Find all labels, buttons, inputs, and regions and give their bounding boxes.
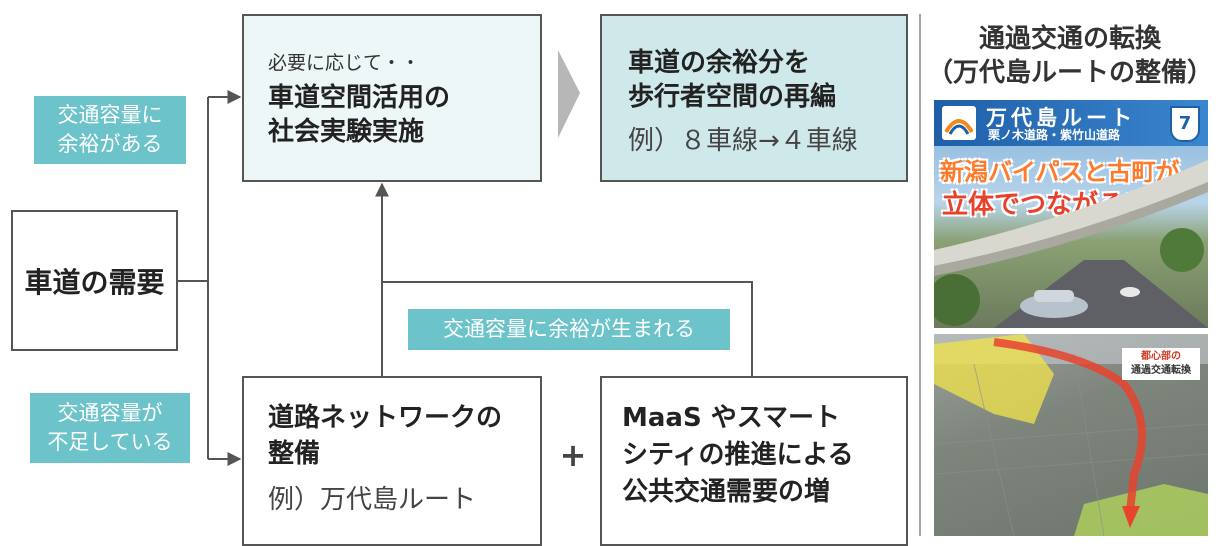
- panel-title: 通過交通の転換 （万代島ルートの整備）: [926, 24, 1213, 88]
- chevron-arrow-icon: [558, 50, 580, 138]
- box-maas: MaaS やスマート シティの推進による 公共交通需要の増: [600, 376, 908, 546]
- poster-brand: 万代島ルート: [986, 106, 1136, 130]
- tag-capacity-created: 交通容量に余裕が生まれる: [408, 309, 730, 350]
- poster-header: [934, 100, 1208, 146]
- tag-capacity-shortage: 交通容量が 不足している: [30, 393, 190, 463]
- box-social-experiment: 必要に応じて・・ 車道空間活用の 社会実験実施: [242, 14, 542, 182]
- route-shield-icon: 7: [1170, 106, 1200, 142]
- tag-capacity-surplus: 交通容量に 余裕がある: [34, 96, 186, 164]
- aerial-map-label: 都心部の 通過交通転換: [1122, 348, 1200, 380]
- box-pedestrian-reorg: 車道の余裕分を 歩行者空間の再編 例）８車線→４車線: [600, 14, 908, 182]
- poster-road-illustration: [934, 160, 1208, 328]
- poster-logo-icon: [942, 106, 976, 140]
- aerial-map-overlay: [934, 334, 1208, 536]
- box-road-demand: 車道の需要: [11, 210, 178, 351]
- poster-headline-1: 新潟バイパスと古町が: [940, 158, 1180, 186]
- aerial-map-image: 都心部の 通過交通転換: [934, 334, 1208, 536]
- box-road-network: 道路ネットワークの 整備 例）万代島ルート: [242, 376, 542, 546]
- poster-road-names: 栗ノ木道路・紫竹山道路: [988, 128, 1121, 142]
- route-poster-image: 万代島ルート 栗ノ木道路・紫竹山道路 7 新潟バイパスと古町が 立体でつながる!: [934, 100, 1208, 328]
- plus-sign: +: [559, 436, 587, 474]
- line-maas-up: [382, 281, 753, 378]
